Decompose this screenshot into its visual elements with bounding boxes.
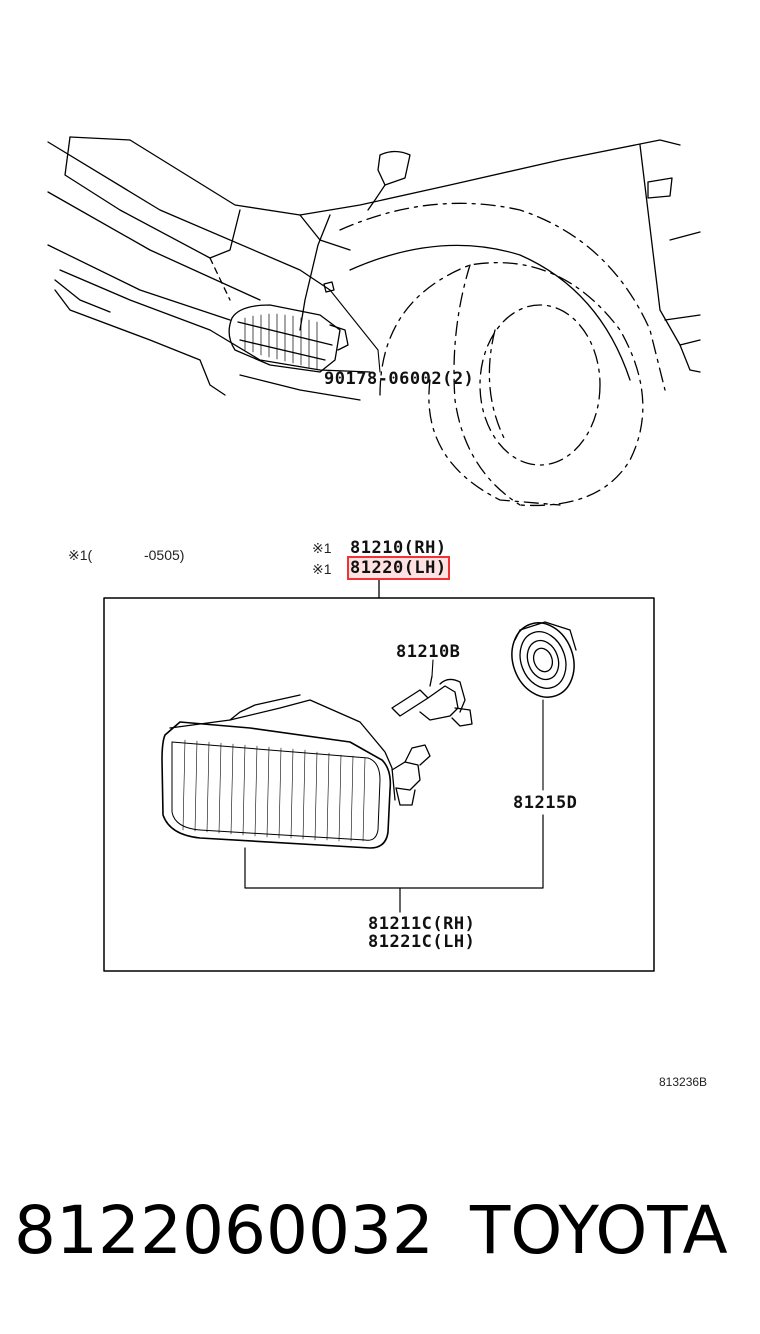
- fog-lamp-housing-drawing: [161, 694, 431, 849]
- diagram-code: 813236B: [659, 1075, 708, 1089]
- mark-lh: ※1: [312, 561, 332, 577]
- socket-drawing: [511, 621, 577, 791]
- note-range: -0505): [143, 547, 185, 563]
- socket-part-number[interactable]: 81215D: [513, 793, 578, 813]
- vehicle-front-corner-drawing: [47, 136, 701, 507]
- assembly-rh-part-number[interactable]: 81210(RH): [350, 538, 447, 558]
- footer-brand: TOYOTA: [470, 1192, 728, 1269]
- assembly-lh-part-number-highlighted[interactable]: 81220(LH): [347, 556, 450, 580]
- mark-rh: ※1: [312, 540, 332, 556]
- lens-leader-lines: [244, 814, 544, 913]
- clip-part-number[interactable]: 90178-06002(2): [324, 369, 475, 389]
- lens-rh-part-number[interactable]: 81211C(RH): [368, 914, 476, 934]
- lens-lh-part-number[interactable]: 81221C(LH): [368, 932, 476, 952]
- assembly-lh-suffix: (LH): [403, 558, 447, 578]
- assembly-lh-part: 81220: [350, 558, 404, 578]
- note-prefix: ※1(: [68, 547, 93, 563]
- bulb-drawing: [391, 659, 473, 727]
- assembly-frame: [103, 578, 655, 972]
- applicability-note: ※1( -0505): [68, 547, 184, 564]
- bulb-part-number[interactable]: 81210B: [396, 642, 461, 662]
- footer-part-number: 8122060032: [14, 1192, 434, 1269]
